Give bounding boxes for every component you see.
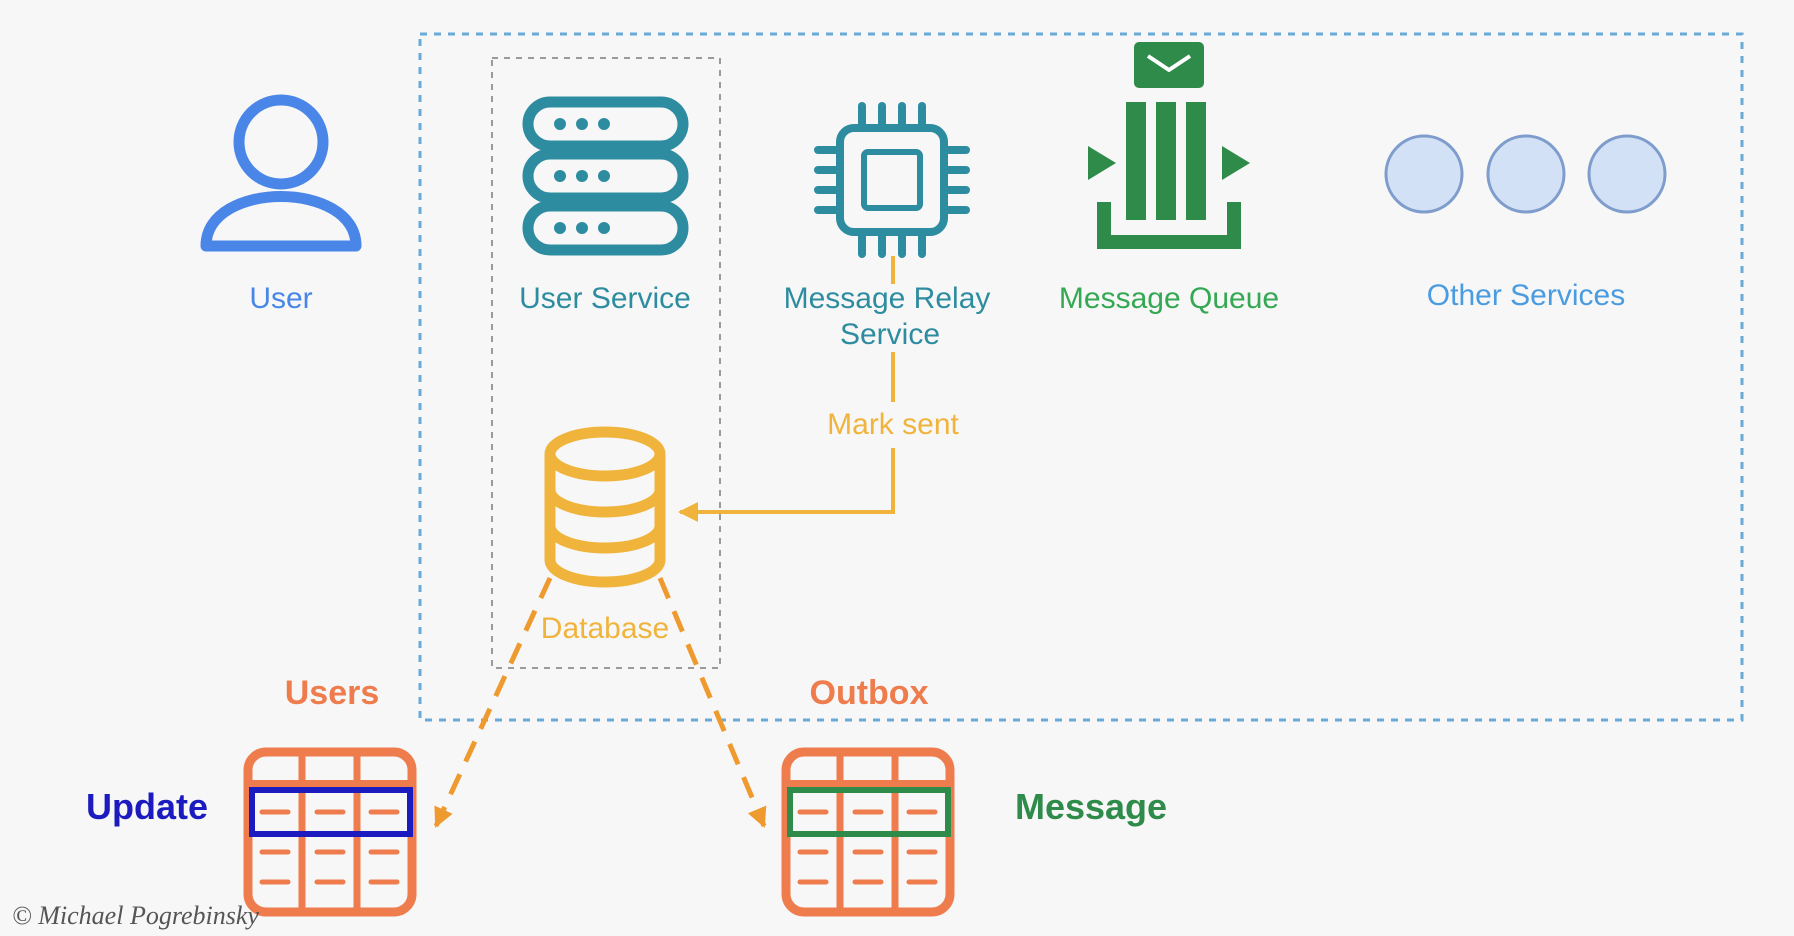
copyright-text: © Michael Pogrebinsky (12, 901, 259, 930)
users-table-title: Users (285, 674, 380, 712)
message-queue-icon (1088, 42, 1250, 249)
cpu-chip-icon (814, 102, 970, 258)
user-label: User (249, 282, 312, 315)
other-service-circle (1486, 134, 1566, 214)
update-label: Update (86, 786, 208, 827)
server-stack-icon (522, 96, 689, 256)
relay-label-line1: Message Relay (784, 282, 991, 315)
outbox-message-row-highlight (787, 787, 951, 837)
queue-label: Message Queue (1059, 282, 1279, 315)
other-services-circles (1384, 134, 1667, 214)
user-service-boundary (491, 57, 721, 669)
database-cylinder-icon (544, 426, 666, 588)
users-updated-row-highlight (249, 787, 413, 837)
relay-label-line2: Service (840, 318, 940, 351)
mark-sent-label: Mark sent (827, 408, 959, 441)
system-boundary (418, 32, 1744, 722)
user-service-label: User Service (519, 282, 691, 315)
mark-sent-connector (678, 256, 895, 522)
database-to-outbox-arrow (657, 577, 767, 828)
outbox-table-title: Outbox (810, 674, 929, 712)
other-service-circle (1384, 134, 1464, 214)
other-service-circle (1587, 134, 1667, 214)
database-label: Database (541, 612, 669, 645)
database-to-users-arrow (433, 576, 553, 828)
message-label: Message (1015, 786, 1167, 827)
person-icon (200, 94, 362, 252)
other-services-label: Other Services (1427, 279, 1625, 312)
